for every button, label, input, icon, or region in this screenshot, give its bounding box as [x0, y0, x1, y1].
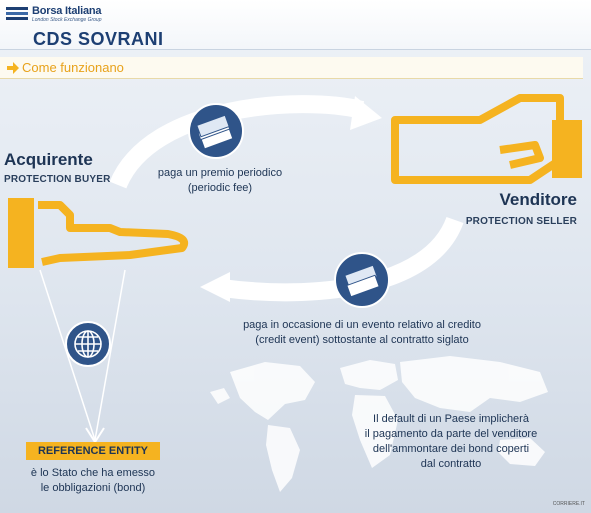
seller-role: PROTECTION SELLER: [465, 216, 577, 227]
premium-caption-line2: (periodic fee): [187, 182, 253, 194]
giving-hand-icon: [391, 94, 582, 184]
buyer-name: Acquirente: [4, 150, 93, 169]
brand-name: Borsa Italiana: [32, 5, 102, 17]
reference-entity-desc-line1: è lo Stato che ha emesso: [30, 467, 156, 479]
page-title: CDS SOVRANI: [33, 29, 164, 49]
money-stack-icon: [334, 252, 390, 308]
buyer-role: PROTECTION BUYER: [4, 174, 111, 185]
reference-entity-desc-line2: le obbligazioni (bond): [40, 482, 146, 494]
source-credit: CORRIERE.IT: [552, 501, 585, 507]
credit-event-caption-line1: paga in occasione di un evento relativo …: [243, 319, 481, 331]
premium-caption: paga un premio periodico (periodic fee): [140, 166, 300, 196]
credit-event-caption-line2: (credit event) sottostante al contratto …: [255, 334, 469, 346]
reference-entity-desc: è lo Stato che ha emesso le obbligazioni…: [16, 466, 170, 496]
globe-icon: [65, 321, 111, 367]
premium-caption-line1: paga un premio periodico: [157, 167, 283, 179]
seller-name: Venditore: [499, 190, 577, 209]
section-title: Come funzionano: [22, 60, 124, 75]
money-stack-icon: [188, 103, 244, 159]
world-map: [210, 356, 548, 492]
reference-entity-label: REFERENCE ENTITY: [26, 442, 160, 460]
header: Borsa Italiana London Stock Exchange Gro…: [0, 0, 591, 50]
default-note-line2: il pagamento da parte del venditore: [364, 428, 538, 440]
arrow-right-icon: [7, 62, 19, 74]
default-note-line1: Il default di un Paese implicherà: [373, 413, 529, 425]
default-note: Il default di un Paese implicherà il pag…: [356, 412, 546, 472]
default-note-line4: dal contratto: [420, 458, 482, 470]
credit-event-caption: paga in occasione di un evento relativo …: [222, 318, 502, 348]
open-hand-icon: [8, 198, 189, 268]
borsa-logo-icon: [6, 7, 28, 20]
section-bar: Come funzionano: [0, 57, 583, 79]
brand-subtitle: London Stock Exchange Group: [32, 17, 102, 23]
default-note-line3: dell'ammontare dei bond coperti: [372, 443, 530, 455]
